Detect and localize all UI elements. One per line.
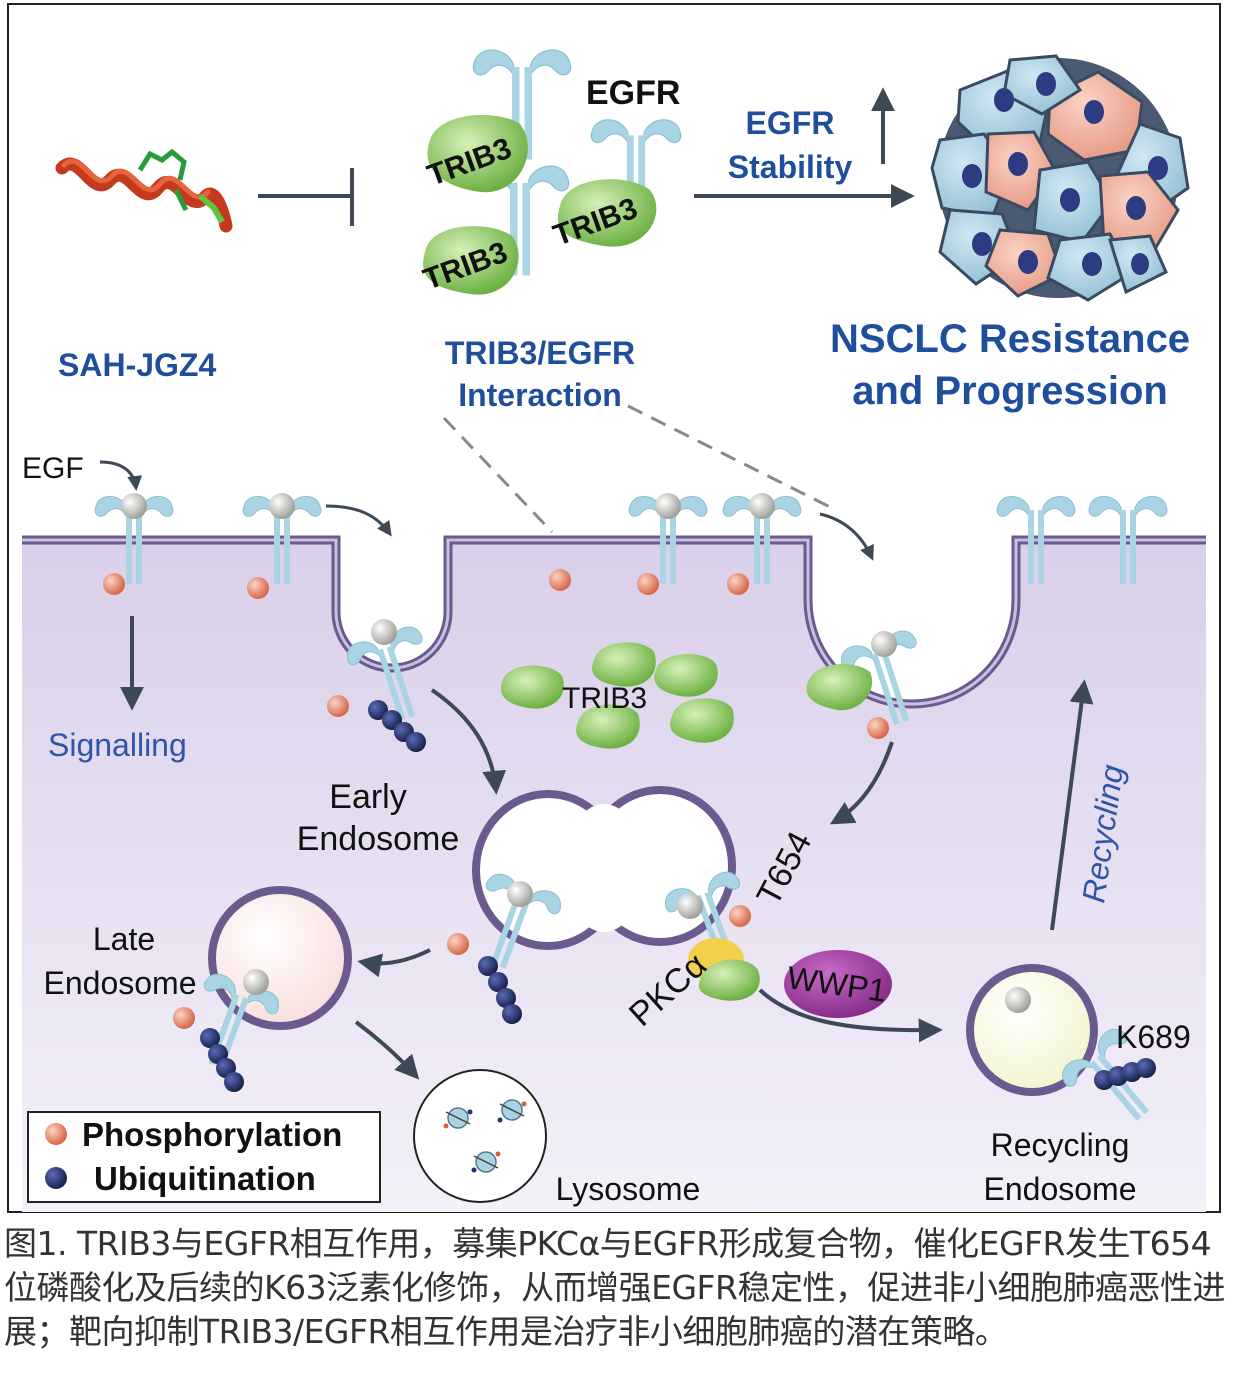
egf-arrow (99, 460, 143, 491)
to-recycling-endosome-arrow (758, 988, 943, 1043)
tumor-cell-cluster (930, 54, 1190, 302)
to-early-endosome-arrow-left (430, 688, 507, 795)
stability-label-line2: Stability (728, 149, 853, 185)
figure-caption: 图1. TRIB3与EGFR相互作用，募集PKCα与EGFR形成复合物，催化EG… (4, 1224, 1225, 1351)
internalization-arrow-left (325, 504, 392, 537)
diagram-canvas: SAH-JGZ4 EGFR TRIB3 TRIB3 TRIB3 TRIB3/EG… (7, 3, 1221, 1213)
trib3-cytoplasm-cluster (501, 642, 734, 749)
early-endosome-label-line1: Early (329, 778, 406, 816)
k689-label: K689 (1116, 1019, 1191, 1055)
signalling-label: Signalling (48, 727, 187, 763)
legend-phosphorylation-label: Phosphorylation (82, 1116, 342, 1153)
egfr-top-label: EGFR (586, 74, 680, 112)
late-endosome (173, 886, 352, 1092)
membrane-receptors (94, 493, 1168, 585)
late-endosome-label-line2: Endosome (44, 965, 197, 1001)
legend-phospho-swatch (45, 1123, 67, 1145)
late-endosome-label-line1: Late (93, 921, 155, 957)
nsclc-label-line1: NSCLC Resistance (830, 317, 1190, 361)
egf-label: EGF (22, 452, 84, 485)
lysosome (413, 1069, 547, 1203)
stability-label-line1: EGFR (746, 105, 835, 141)
wwp1-enzyme (784, 950, 892, 1018)
trib3-cytoplasm-label: TRIB3 (562, 682, 647, 715)
trib3-egfr-complex (423, 49, 682, 295)
early-endosome-label-line2: Endosome (297, 820, 460, 858)
zoom-dashed-lines (442, 404, 837, 534)
to-late-endosome-arrow (357, 948, 431, 978)
peptide-helix-icon (55, 148, 233, 233)
pkca-trib3-complex (688, 938, 760, 1001)
legend-ubiquitin-swatch (45, 1167, 67, 1189)
internalization-arrow-right (819, 512, 874, 561)
recycling-endosome (966, 964, 1174, 1142)
recycling-endosome-label-line1: Recycling (991, 1127, 1130, 1163)
to-early-endosome-arrow-right (829, 741, 894, 825)
pit-receptor-left (327, 619, 446, 752)
early-endosome (447, 786, 766, 1024)
recycling-arrow (1050, 679, 1094, 931)
interaction-label-line2: Interaction (458, 377, 622, 413)
inhibition-symbol (258, 168, 354, 226)
recycling-endosome-label-line2: Endosome (984, 1171, 1137, 1207)
legend-ubiquitination-label: Ubiquitination (94, 1160, 316, 1197)
legend (27, 1111, 381, 1203)
sah-jgz4-label: SAH-JGZ4 (58, 347, 216, 383)
to-lysosome-arrow (354, 1020, 420, 1080)
nsclc-label-line2: and Progression (852, 369, 1168, 413)
pit-receptor-right (806, 626, 940, 739)
interaction-label-line1: TRIB3/EGFR (445, 335, 635, 371)
lysosome-label: Lysosome (556, 1171, 701, 1207)
phospho-sites-membrane (103, 569, 749, 599)
